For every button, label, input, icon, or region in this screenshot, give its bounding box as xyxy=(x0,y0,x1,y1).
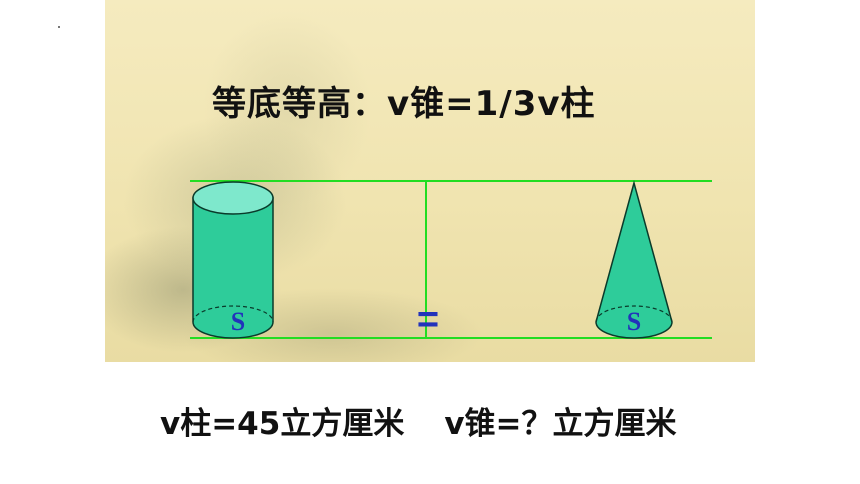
volume-question: v柱=45立方厘米 v锥=？立方厘米 xyxy=(160,398,677,443)
cone-volume-text: v锥=？立方厘米 xyxy=(444,406,677,442)
cylinder-base-label: S xyxy=(231,307,245,336)
corner-dot xyxy=(58,26,60,28)
cone-base-label: S xyxy=(627,307,641,336)
cylinder-volume-text: v柱=45立方厘米 xyxy=(160,406,405,442)
formula-title: 等底等高：v锥=1/3v柱 xyxy=(212,84,596,124)
cylinder-shape xyxy=(192,181,274,339)
cone-shape xyxy=(595,180,673,339)
equals-sign: = xyxy=(417,299,439,341)
